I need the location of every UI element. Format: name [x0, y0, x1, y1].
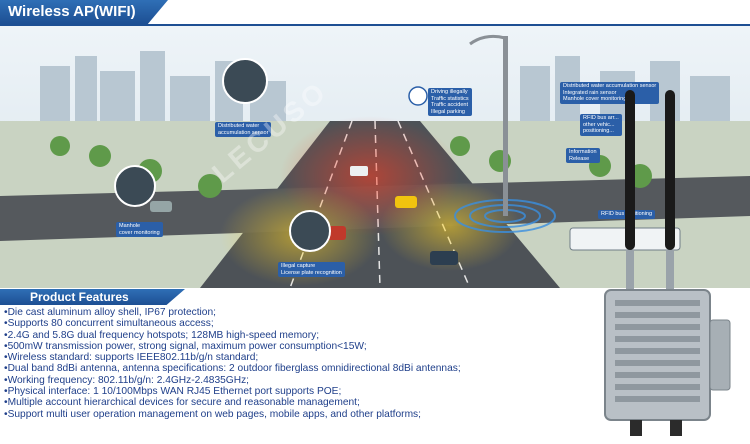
list-item: Support multi user operation management …: [4, 409, 604, 420]
callout-illegal-capture: Illegal capture License plate recognitio…: [278, 262, 345, 277]
list-item: Physical interface: 1 10/100Mbps WAN RJ4…: [4, 386, 604, 397]
wireless-ap-device-image: [604, 90, 731, 436]
list-item: Supports 80 concurrent simultaneous acce…: [4, 318, 604, 329]
list-item: Dual band 8dBi antenna, antenna specific…: [4, 363, 604, 374]
header-divider: [0, 24, 750, 26]
list-item: Die cast aluminum alloy shell, IP67 prot…: [4, 307, 604, 318]
header: Wireless AP(WIFI): [0, 0, 750, 26]
page-title: Wireless AP(WIFI): [0, 0, 168, 24]
list-item: 2.4G and 5.8G dual frequency hotspots; 1…: [4, 330, 604, 341]
callout-water-sensor: Distributed water accumulation sensor: [215, 122, 272, 137]
feature-list: Die cast aluminum alloy shell, IP67 prot…: [4, 307, 604, 420]
list-item: 500mW transmission power, strong signal,…: [4, 341, 604, 352]
features-heading: Product Features: [0, 289, 185, 305]
list-item: Wireless standard: supports IEEE802.11b/…: [4, 352, 604, 363]
callout-distributed-sensors: Distributed water accumulation sensor In…: [560, 82, 660, 104]
list-item: Working frequency: 802.11b/g/n: 2.4GHz-2…: [4, 375, 604, 386]
callout-rfid-arrival: RFID bus arr... other vehic... positioni…: [580, 114, 622, 136]
list-item: Multiple account hierarchical devices fo…: [4, 397, 604, 408]
callout-manhole: Manhole cover monitoring: [116, 222, 163, 237]
callout-information-release: Information Release: [566, 148, 600, 163]
callout-traffic: Driving illegally Traffic statistics Tra…: [428, 88, 472, 116]
